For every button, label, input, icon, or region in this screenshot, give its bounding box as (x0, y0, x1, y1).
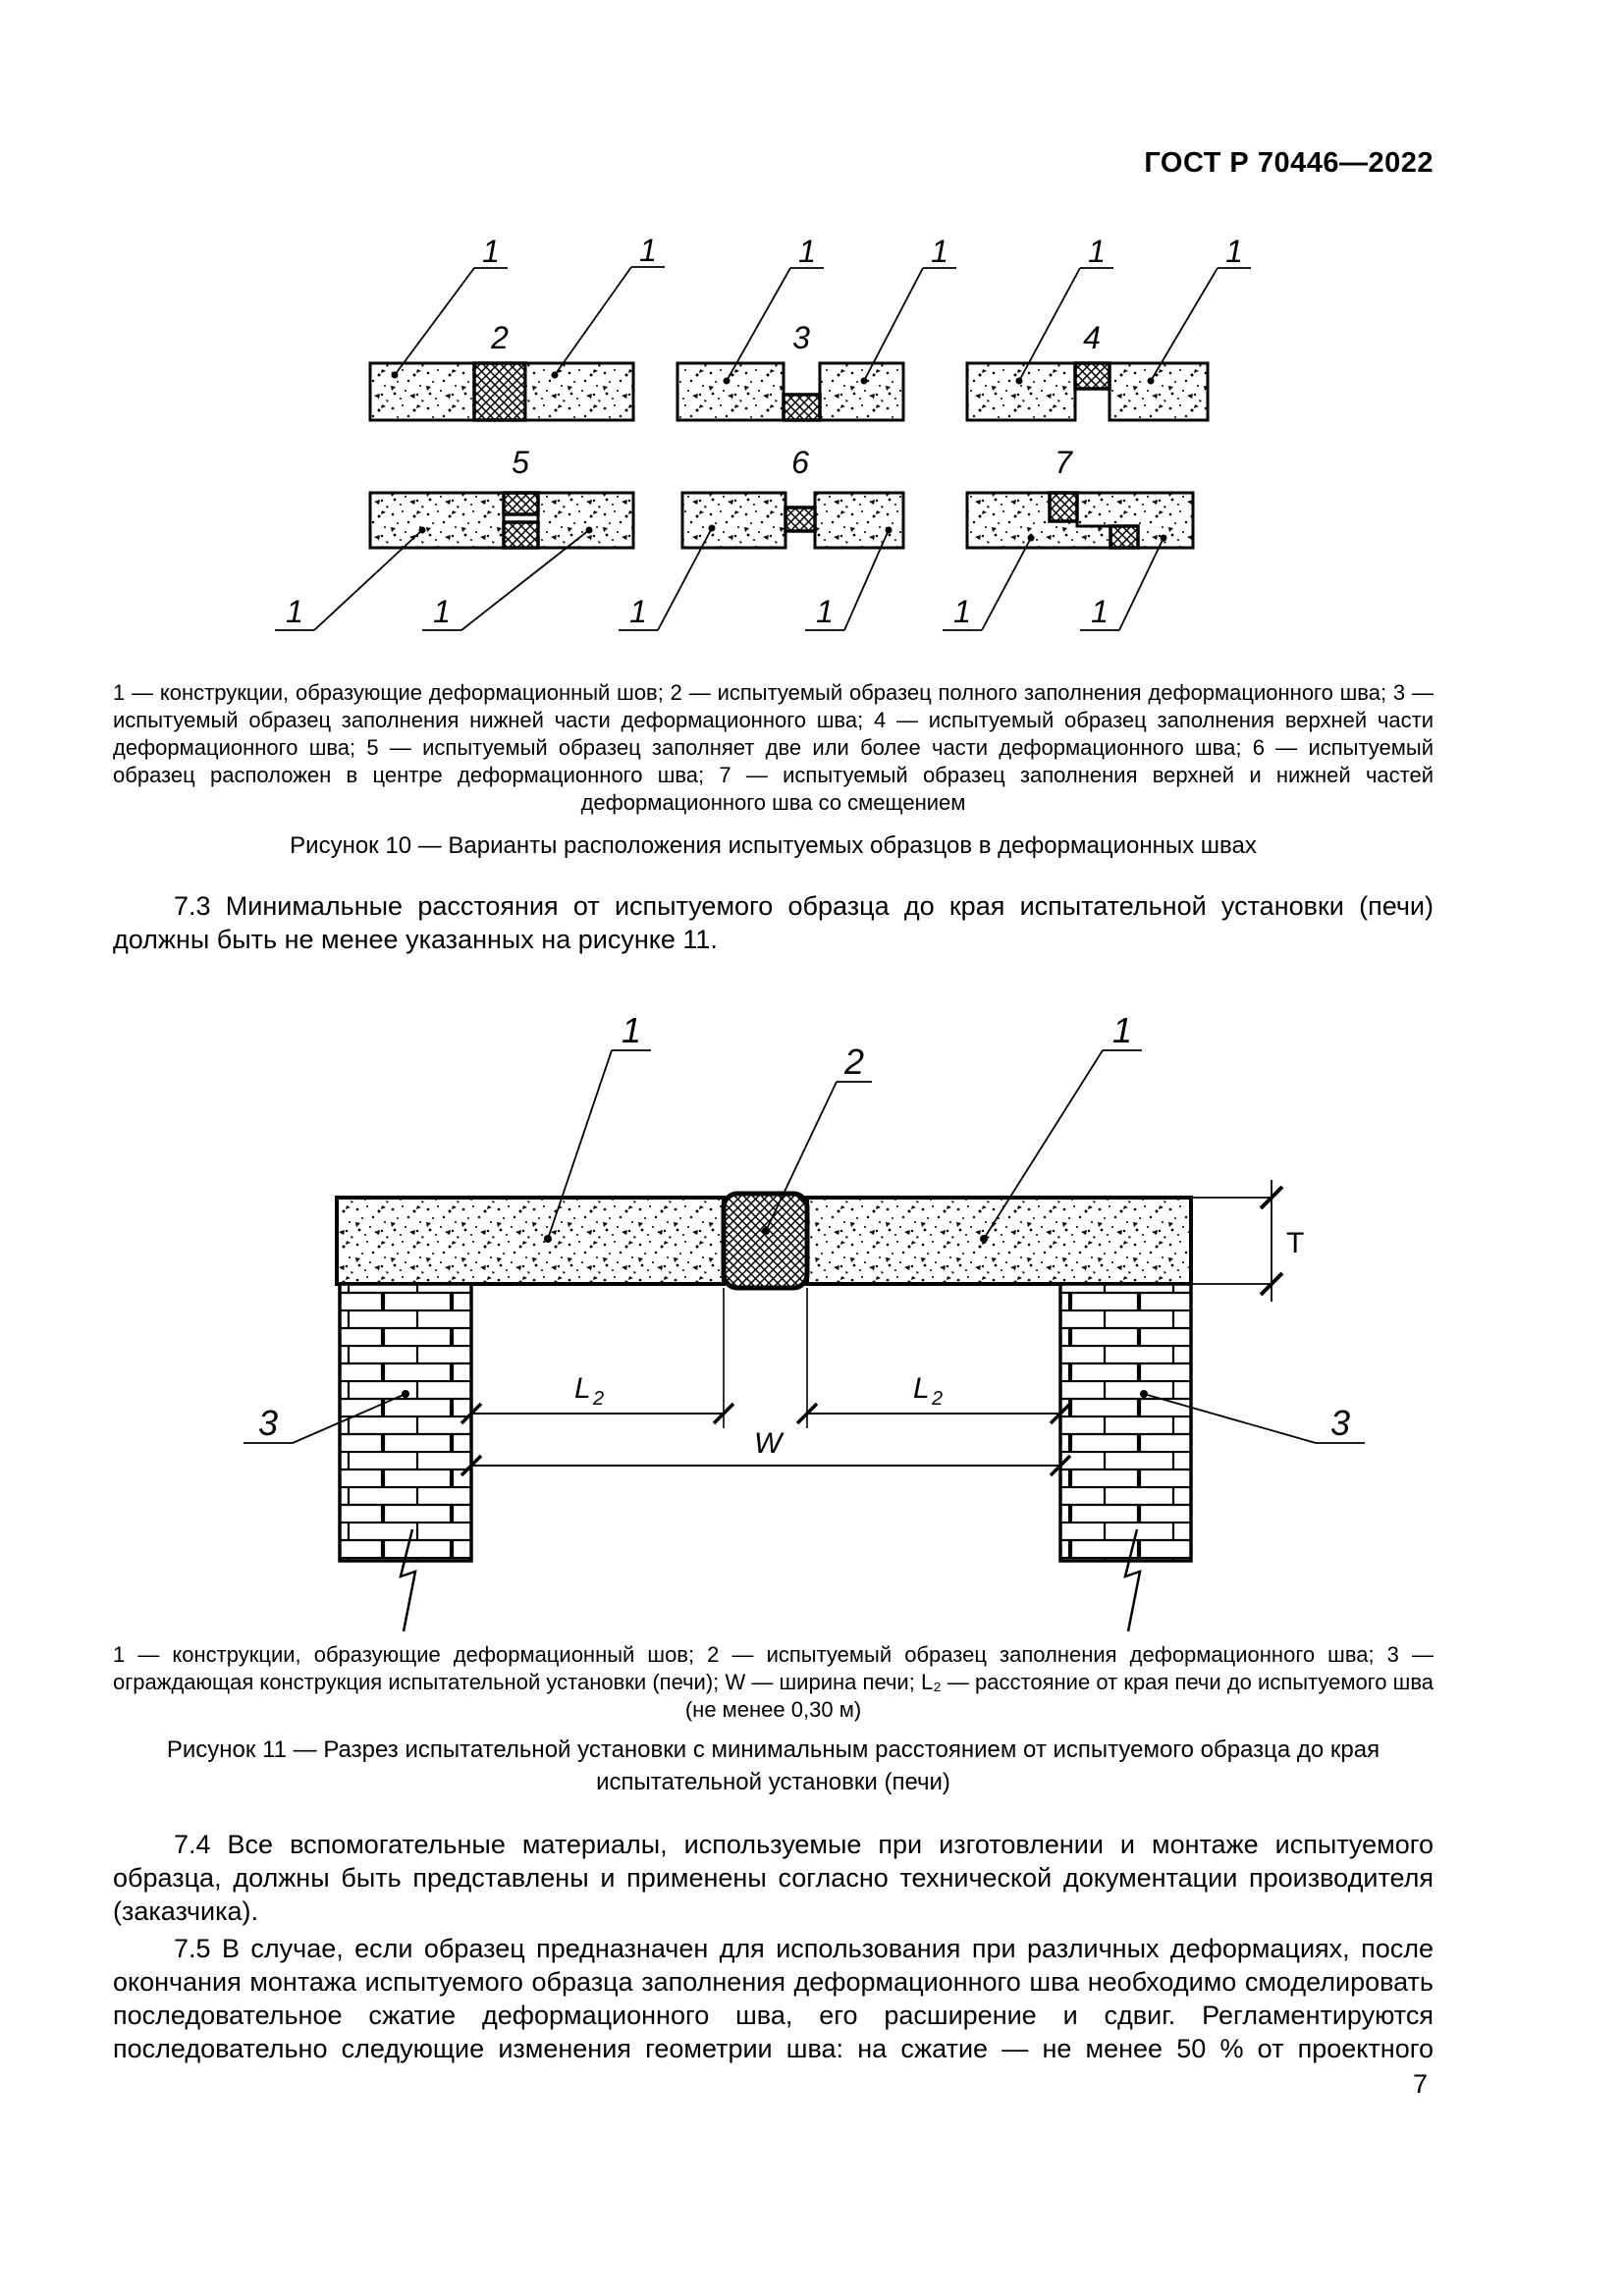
fig11-break-left (399, 1528, 417, 1632)
fig11-dim-L2-right: L 2 (795, 1372, 1072, 1425)
dim-label-T: T (1286, 1227, 1304, 1259)
callout-1: 1 (798, 234, 816, 269)
dim-label-W: W (754, 1427, 785, 1460)
callout-1: 1 (286, 594, 303, 629)
callout-3: 3 (1330, 1403, 1350, 1443)
callout-1: 1 (639, 233, 657, 268)
fig10-top-leaders (391, 266, 1251, 385)
callout-3: 3 (258, 1403, 278, 1443)
callout-1: 1 (1091, 594, 1109, 629)
fig11-callout-3-left: 3 (244, 1390, 409, 1444)
figure11-legend: 1 — конструкции, образующие деформационн… (113, 1642, 1434, 1722)
fig10-variant-6 (680, 491, 905, 550)
fig11-callout-2: 2 (762, 1041, 872, 1235)
dim-label-L2: L (913, 1372, 930, 1405)
dim-label-L2-sub: 2 (592, 1388, 604, 1410)
variant-number-5: 5 (512, 445, 529, 480)
figure10-drawing: 2 3 4 5 6 7 1 1 1 1 1 1 1 1 (275, 233, 1251, 631)
callout-1: 1 (816, 594, 834, 629)
callout-1: 1 (629, 594, 647, 629)
fig11-dim-W: W (460, 1427, 1072, 1477)
dim-label-L2-sub: 2 (931, 1388, 943, 1410)
variant-number-3: 3 (792, 320, 810, 355)
fig11-slab-left (335, 1196, 726, 1286)
fig11-callout-1-right: 1 (980, 1010, 1142, 1243)
dim-label-L2: L (574, 1372, 591, 1405)
fig11-break-right (1123, 1528, 1142, 1632)
fig11-joint-extension-lines (723, 1288, 808, 1428)
callout-1: 1 (1088, 234, 1106, 269)
variant-number-6: 6 (791, 445, 809, 480)
callout-1: 1 (622, 1010, 641, 1050)
figure11-drawing: T L 2 L 2 W 1 1 (244, 1010, 1365, 1632)
callout-1: 1 (1225, 234, 1243, 269)
fig10-variant-5 (368, 491, 635, 550)
fig11-specimen (721, 1191, 810, 1291)
figure11-caption: Рисунок 11 — Разрез испытательной устано… (166, 1736, 1380, 1795)
fig11-slab-right (805, 1196, 1193, 1286)
fig11-wall-right (1058, 1282, 1193, 1563)
fig11-callout-1-left: 1 (544, 1010, 651, 1243)
fig11-dim-T: T (1193, 1180, 1304, 1302)
page-number: 7 (1412, 2069, 1428, 2099)
callout-1: 1 (482, 234, 500, 269)
variant-number-4: 4 (1083, 320, 1101, 355)
figure10-legend: 1 — конструкции, образующие деформационн… (113, 680, 1434, 815)
callout-1: 1 (953, 594, 971, 629)
fig11-dim-L2-left: L 2 (460, 1372, 735, 1425)
fig10-variant-4 (965, 361, 1210, 422)
paragraph-7-5: 7.5 В случае, если образец предназначен … (113, 1934, 1434, 2063)
callout-1: 1 (1112, 1010, 1132, 1050)
variant-number-2: 2 (490, 320, 509, 355)
paragraph-7-3: 7.3 Минимальные расстояния от испытуемог… (113, 891, 1434, 954)
fig10-bottom-leaders (275, 524, 1167, 631)
callout-1: 1 (931, 234, 948, 269)
fig10-variant-2 (368, 361, 635, 422)
fig11-wall-left (338, 1282, 473, 1563)
figure10-caption: Рисунок 10 — Варианты расположения испыт… (290, 832, 1257, 859)
callout-2: 2 (843, 1041, 864, 1082)
paragraph-7-4: 7.4 Все вспомогательные материалы, испол… (113, 1830, 1434, 1926)
doc-code: ГОСТ Р 70446—2022 (1144, 147, 1434, 179)
variant-number-7: 7 (1055, 445, 1073, 480)
fig10-variant-7 (965, 491, 1195, 550)
callout-1: 1 (433, 594, 451, 629)
fig11-callout-3-right: 3 (1140, 1390, 1365, 1444)
